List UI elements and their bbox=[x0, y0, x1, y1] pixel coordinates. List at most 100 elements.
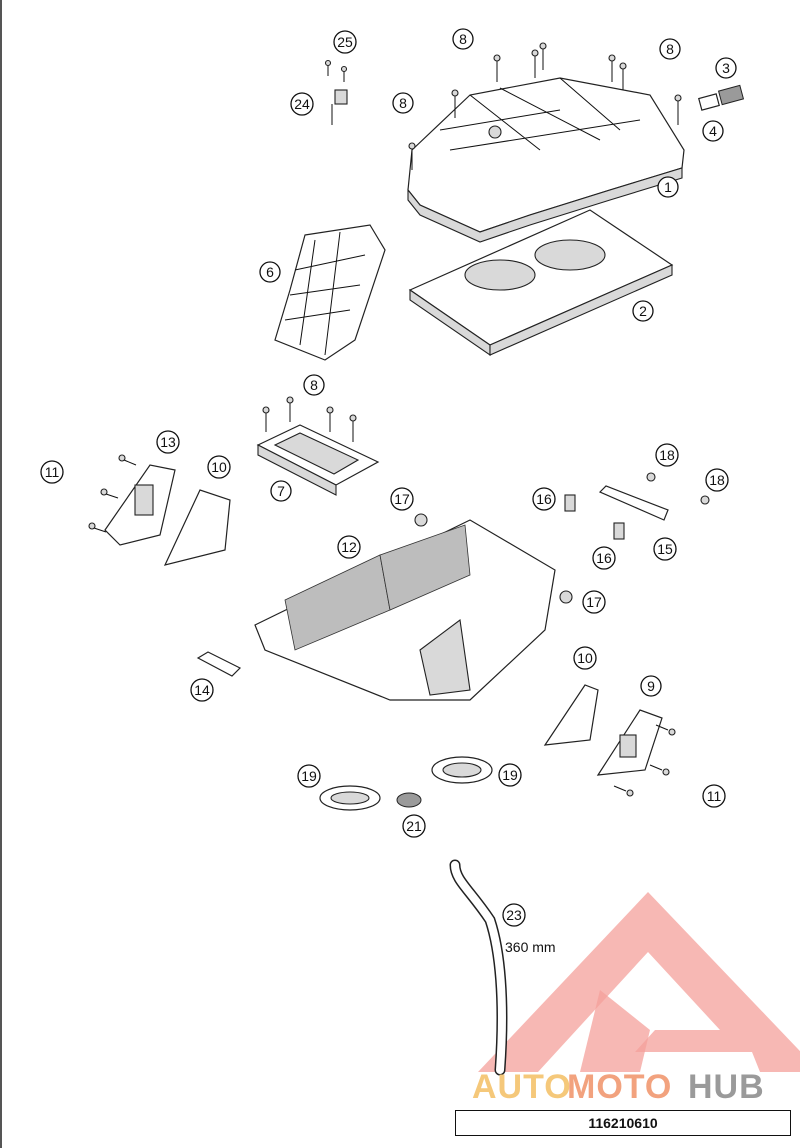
part-21-plug bbox=[396, 792, 422, 808]
part-19-ring-right bbox=[431, 756, 493, 784]
callout-label: 16 bbox=[536, 491, 552, 507]
callout-c18a: 18 bbox=[655, 443, 679, 467]
callout-c17b: 17 bbox=[582, 590, 606, 614]
part-6-intake-duct bbox=[274, 224, 386, 361]
callout-c16b: 16 bbox=[592, 546, 616, 570]
part-9-bracket bbox=[596, 709, 663, 776]
callout-label: 17 bbox=[394, 491, 410, 507]
callout-c8b: 8 bbox=[659, 38, 681, 60]
callout-circle bbox=[653, 537, 677, 561]
part-10-gasket-left bbox=[163, 489, 231, 566]
callout-circle bbox=[392, 92, 414, 114]
callout-label: 23 bbox=[506, 907, 522, 923]
watermark-logo-graphic bbox=[478, 892, 800, 1072]
callout-circle bbox=[640, 675, 662, 697]
callout-c6: 6 bbox=[259, 261, 281, 283]
callout-label: 11 bbox=[707, 788, 722, 804]
callout-numbers: 1234678888910101111121314151616171718181… bbox=[40, 28, 737, 927]
callout-c10a: 10 bbox=[207, 455, 231, 479]
callout-circle bbox=[190, 678, 214, 702]
callout-label: 21 bbox=[406, 818, 422, 834]
callout-c8c: 8 bbox=[392, 92, 414, 114]
callout-circle bbox=[532, 487, 556, 511]
part-3-seal bbox=[717, 84, 745, 106]
callout-c11b: 11 bbox=[702, 784, 726, 808]
document-number: 116210610 bbox=[588, 1115, 658, 1131]
callout-c8a: 8 bbox=[452, 28, 474, 50]
callout-circle bbox=[207, 455, 231, 479]
callout-circle bbox=[303, 374, 325, 396]
callout-label: 8 bbox=[399, 95, 407, 111]
callout-circle bbox=[705, 468, 729, 492]
callout-c2: 2 bbox=[632, 300, 654, 322]
part-13-bracket bbox=[104, 464, 176, 546]
page-left-border bbox=[0, 0, 2, 1148]
callout-circle bbox=[259, 261, 281, 283]
callout-label: 3 bbox=[722, 60, 730, 76]
callout-c7: 7 bbox=[270, 480, 292, 502]
callout-label: 18 bbox=[709, 472, 725, 488]
part-11-bolts bbox=[88, 454, 676, 797]
callout-label: 10 bbox=[211, 459, 227, 475]
callout-c13: 13 bbox=[156, 430, 180, 454]
part-15-holder bbox=[598, 485, 669, 521]
callout-c21: 21 bbox=[402, 814, 426, 838]
callout-label: 14 bbox=[194, 682, 210, 698]
hose-length-label: 360 mm bbox=[505, 939, 556, 955]
callout-label: 8 bbox=[459, 31, 467, 47]
part-25-screws bbox=[324, 59, 348, 82]
callout-label: 4 bbox=[709, 123, 717, 139]
callout-label: 8 bbox=[666, 41, 674, 57]
callout-label: 8 bbox=[310, 377, 318, 393]
callout-c16a: 16 bbox=[532, 487, 556, 511]
callout-circle bbox=[502, 903, 526, 927]
callout-c18b: 18 bbox=[705, 468, 729, 492]
part-18-screws bbox=[646, 472, 710, 505]
callout-label: 25 bbox=[337, 34, 353, 50]
callout-c14: 14 bbox=[190, 678, 214, 702]
callout-c23: 23 bbox=[502, 903, 526, 927]
callout-c4: 4 bbox=[702, 120, 724, 142]
callout-label: 11 bbox=[45, 464, 60, 480]
callout-circle bbox=[297, 764, 321, 788]
part-8-bolts bbox=[262, 42, 682, 442]
document-number-box: 116210610 bbox=[455, 1110, 791, 1136]
callout-circle bbox=[715, 57, 737, 79]
callout-circle bbox=[337, 535, 361, 559]
callout-c19a: 19 bbox=[297, 764, 321, 788]
callout-circle bbox=[390, 487, 414, 511]
callout-circle bbox=[452, 28, 474, 50]
callout-circle bbox=[702, 784, 726, 808]
callout-label: 6 bbox=[266, 264, 274, 280]
callout-circle bbox=[498, 763, 522, 787]
callout-circle bbox=[632, 300, 654, 322]
callout-c12: 12 bbox=[337, 535, 361, 559]
callout-circle bbox=[290, 92, 314, 116]
callout-circle bbox=[333, 30, 357, 54]
callout-label: 19 bbox=[502, 767, 518, 783]
callout-label: 10 bbox=[577, 650, 593, 666]
callout-circle bbox=[702, 120, 724, 142]
part-7-flange bbox=[256, 424, 380, 496]
callout-c19b: 19 bbox=[498, 763, 522, 787]
part-14-clip bbox=[196, 651, 242, 677]
callout-label: 12 bbox=[341, 539, 357, 555]
callout-c17a: 17 bbox=[390, 487, 414, 511]
watermark-text-auto: AUTO bbox=[472, 1068, 572, 1106]
part-1-airbox-cover bbox=[407, 77, 685, 243]
callout-c11a: 11 bbox=[40, 460, 64, 484]
callout-label: 1 bbox=[664, 179, 672, 195]
callout-circle bbox=[40, 460, 64, 484]
part-4-frame bbox=[698, 93, 720, 111]
callout-c25: 25 bbox=[333, 30, 357, 54]
callout-label: 2 bbox=[639, 303, 647, 319]
part-2-air-filter bbox=[408, 209, 674, 357]
callout-label: 13 bbox=[160, 434, 176, 450]
callout-label: 16 bbox=[596, 550, 612, 566]
callout-label: 7 bbox=[277, 483, 285, 499]
callout-label: 24 bbox=[294, 96, 310, 112]
callout-label: 9 bbox=[647, 678, 655, 694]
callout-circle bbox=[655, 443, 679, 467]
callout-circle bbox=[657, 176, 679, 198]
